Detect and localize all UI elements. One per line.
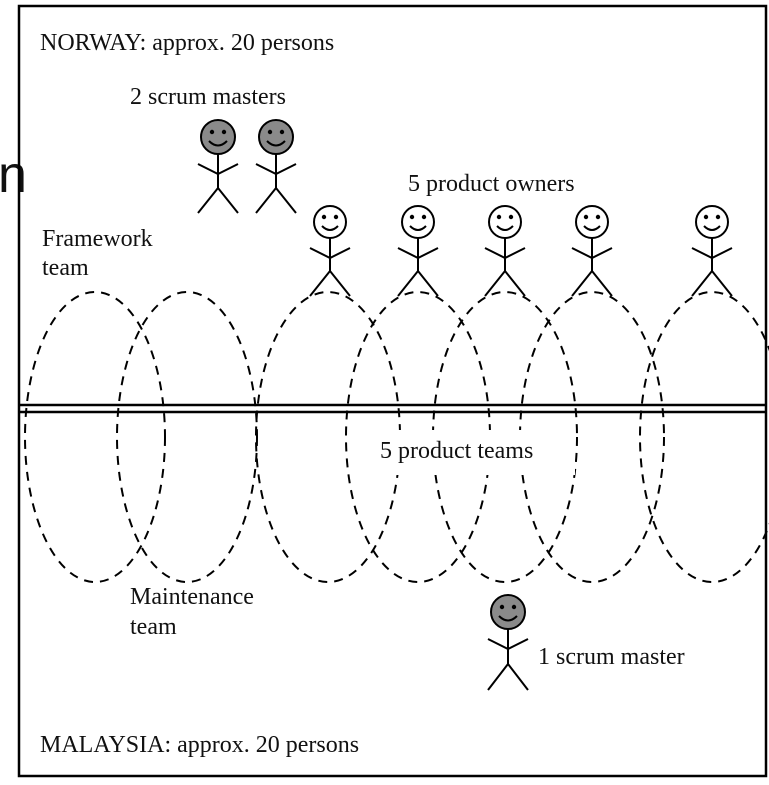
smiley-face-icon (488, 205, 522, 239)
scrum-master-figure (487, 594, 529, 691)
smiley-face-icon (258, 119, 294, 155)
product-owner-figure (484, 205, 526, 297)
product-owner-figure (571, 205, 613, 297)
product-teams-label: 5 product teams (380, 438, 533, 464)
malaysia-site-label: MALAYSIA: approx. 20 persons (40, 732, 359, 758)
smiley-face-icon (490, 594, 526, 630)
smiley-face-icon (313, 205, 347, 239)
product-owner-figure (309, 205, 351, 297)
framework-team-label-line2: team (42, 255, 89, 281)
product-owners-label: 5 product owners (408, 171, 575, 197)
smiley-face-icon (200, 119, 236, 155)
left-edge-text-fragment: n (0, 146, 27, 204)
smiley-face-icon (401, 205, 435, 239)
smiley-face-icon (695, 205, 729, 239)
maintenance-team-label-line2: team (130, 614, 177, 640)
diagram-frame (17, 4, 768, 778)
product-team-ellipse-3 (432, 291, 578, 583)
smiley-face-icon (575, 205, 609, 239)
framework-team-label-line1: Framework (42, 226, 153, 252)
product-owner-figure (397, 205, 439, 297)
malaysia-scrum-master-label: 1 scrum master (538, 644, 685, 670)
norway-site-label: NORWAY: approx. 20 persons (40, 30, 334, 56)
scrum-master-figure (197, 119, 239, 214)
product-owner-figure (691, 205, 733, 297)
scrum-master-figure (255, 119, 297, 214)
product-team-ellipse-4 (519, 291, 665, 583)
maintenance-team-ellipse (116, 291, 258, 583)
framework-team-ellipse (24, 291, 166, 583)
scrum-masters-label: 2 scrum masters (130, 84, 286, 110)
product-teams-label-backing (365, 430, 575, 475)
maintenance-team-label-line1: Maintenance (130, 584, 254, 610)
product-team-ellipse-5 (639, 291, 769, 583)
